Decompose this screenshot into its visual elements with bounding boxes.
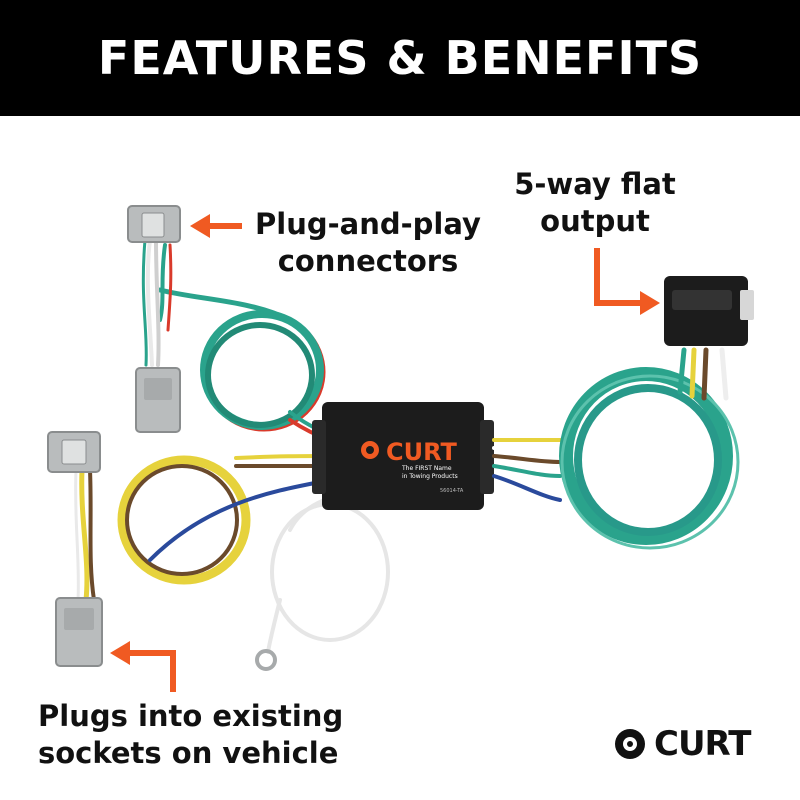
lower-plug-connector — [135, 367, 181, 433]
arrow-right-icon — [594, 248, 660, 315]
flat-wire-coil — [559, 367, 740, 550]
callout-line: 5-way flat — [514, 167, 676, 201]
module-tagline: in Towing Products — [402, 473, 458, 480]
arrow-left-icon — [190, 214, 242, 238]
ground-wire — [266, 493, 390, 654]
arrow-left-icon — [110, 641, 176, 692]
callout-plug-and-play: Plug-and-play connectors — [238, 206, 498, 280]
yellow-wire-coil — [74, 455, 251, 603]
callout-line: Plugs into existing — [38, 699, 344, 733]
curt-logo-icon — [361, 441, 379, 459]
converter-module: CURT The FIRST Name in Towing Products 5… — [312, 402, 494, 510]
callout-flat-output: 5-way flat output — [510, 166, 680, 240]
flat-output-leads — [677, 347, 729, 401]
module-tagline: The FIRST Name — [401, 465, 452, 472]
callout-line: Plug-and-play — [255, 207, 481, 241]
callout-sockets: Plugs into existing sockets on vehicle — [38, 698, 358, 772]
green-wire-coil — [157, 243, 326, 432]
callout-line: output — [540, 204, 650, 238]
brand-logo: CURT — [612, 724, 751, 764]
callout-line: connectors — [277, 244, 459, 278]
callout-line: sockets on vehicle — [38, 736, 339, 770]
header-banner: FEATURES & BENEFITS — [0, 0, 800, 116]
module-output-wires — [492, 438, 562, 502]
socket-plug-connector — [47, 431, 101, 473]
module-part-number: 56014-TA — [440, 488, 464, 494]
curt-logo-icon — [615, 729, 645, 759]
brand-wordmark: CURT — [654, 724, 751, 764]
socket-plug-connector — [55, 597, 103, 667]
upper-plug-connector — [127, 205, 181, 243]
flat-connector — [664, 276, 754, 346]
banner-title: FEATURES & BENEFITS — [97, 31, 703, 85]
white-wire-bundle — [141, 238, 161, 367]
module-brand: CURT — [386, 438, 458, 466]
ring-terminal-icon — [255, 649, 277, 671]
